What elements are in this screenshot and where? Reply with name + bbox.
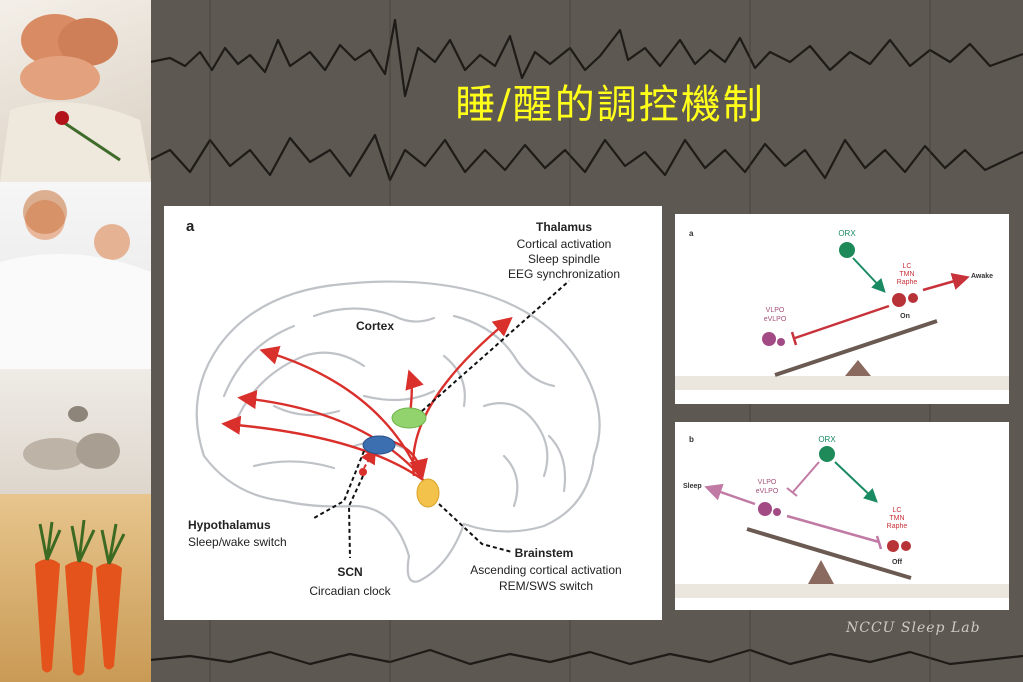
svg-text:VLPO: VLPO <box>766 307 785 314</box>
evlpo-node <box>777 338 785 346</box>
thalamus-leader <box>421 280 570 412</box>
svg-text:Hypothalamus: Hypothalamus <box>188 518 271 532</box>
vlpo-node <box>762 332 776 346</box>
seesaw-beam <box>774 319 938 377</box>
thalamus-node <box>391 407 427 429</box>
brain-diagram-panel: a Cortex <box>164 206 662 620</box>
evlpo-node <box>773 508 781 516</box>
svg-text:b: b <box>689 435 694 444</box>
seesaw-sleep-diagram: b ORX VLPO eVLPO Sleep LC <box>675 435 1009 598</box>
photo-strip <box>0 0 151 682</box>
carrot-babies-photo <box>0 494 151 682</box>
svg-text:eVLPO: eVLPO <box>764 316 787 323</box>
svg-text:VLPO: VLPO <box>758 479 777 486</box>
svg-text:eVLPO: eVLPO <box>756 488 779 495</box>
floor <box>675 376 1009 390</box>
orx-node <box>839 242 855 258</box>
scn-text: SCN Circadian clock <box>309 565 391 598</box>
cortex-label: Cortex <box>356 319 394 333</box>
vlpo-label: VLPO eVLPO <box>756 479 779 495</box>
lc-node <box>892 293 906 307</box>
projection-arrow <box>411 316 513 477</box>
lc-label: LC TMN Raphe <box>897 263 918 286</box>
svg-text:Sleep spindle: Sleep spindle <box>528 252 600 266</box>
projection-arrow <box>259 346 421 475</box>
svg-text:Sleep: Sleep <box>683 483 702 490</box>
svg-text:On: On <box>900 313 910 320</box>
vlpo-label: VLPO eVLPO <box>764 307 787 323</box>
lc-label: LC TMN Raphe <box>887 507 908 530</box>
lc-node <box>887 540 899 552</box>
svg-text:EEG synchronization: EEG synchronization <box>508 267 620 281</box>
orx-node <box>819 446 835 462</box>
svg-text:TMN: TMN <box>899 271 914 278</box>
svg-text:Thalamus: Thalamus <box>536 220 592 234</box>
hypothalamus-node <box>362 435 396 455</box>
svg-text:REM/SWS switch: REM/SWS switch <box>499 579 593 593</box>
svg-text:a: a <box>689 229 694 238</box>
slide-title: 睡/醒的調控機制 <box>455 82 765 128</box>
svg-text:SCN: SCN <box>337 565 362 579</box>
brainstem-node <box>416 478 440 508</box>
twin-babies-rose-photo <box>0 0 151 182</box>
svg-text:ORX: ORX <box>838 229 856 238</box>
seesaw-wake-diagram: a ORX LC TMN Raphe On Awake VLPO <box>675 229 1009 390</box>
seesaw-beam <box>746 527 912 580</box>
svg-text:Cortical activation: Cortical activation <box>517 237 612 251</box>
tmn-node <box>901 541 911 551</box>
seesaw-wake-panel: a ORX LC TMN Raphe On Awake VLPO <box>675 214 1009 404</box>
svg-text:Off: Off <box>892 559 903 566</box>
scn-node <box>359 468 367 476</box>
two-toddlers-bed-photo <box>0 182 151 369</box>
svg-text:TMN: TMN <box>889 515 904 522</box>
seesaw-sleep-panel: b ORX VLPO eVLPO Sleep LC <box>675 422 1009 610</box>
hypothalamus-leader <box>313 450 365 519</box>
scn-arrow <box>361 447 377 469</box>
vlpo-node <box>758 502 772 516</box>
svg-text:Awake: Awake <box>971 273 993 280</box>
svg-text:Circadian clock: Circadian clock <box>309 584 391 598</box>
svg-text:Raphe: Raphe <box>897 279 918 286</box>
svg-text:Ascending cortical activation: Ascending cortical activation <box>470 563 621 577</box>
brain-outline <box>195 280 601 583</box>
svg-text:LC: LC <box>903 263 912 270</box>
tmn-node <box>908 293 918 303</box>
brainstem-text: Brainstem Ascending cortical activation … <box>470 546 621 593</box>
floor <box>675 584 1009 598</box>
seesaw-fulcrum <box>808 560 834 584</box>
svg-text:Raphe: Raphe <box>887 523 908 530</box>
projection-arrow <box>237 389 423 479</box>
svg-text:LC: LC <box>893 507 902 514</box>
lab-watermark: NCCU Sleep Lab <box>846 620 981 636</box>
svg-text:Brainstem: Brainstem <box>515 546 574 560</box>
panel-label: a <box>186 218 195 235</box>
seesaw-fulcrum <box>845 360 871 376</box>
thalamus-text: Thalamus Cortical activation Sleep spind… <box>508 220 620 281</box>
brainstem-leader <box>438 503 513 553</box>
svg-text:Sleep/wake switch: Sleep/wake switch <box>188 535 287 549</box>
scn-leader <box>347 475 364 559</box>
hypothalamus-text: Hypothalamus Sleep/wake switch <box>188 518 287 549</box>
brain-diagram: a Cortex <box>186 218 622 598</box>
sleeping-baby-photo <box>0 369 151 494</box>
svg-text:ORX: ORX <box>818 435 836 444</box>
